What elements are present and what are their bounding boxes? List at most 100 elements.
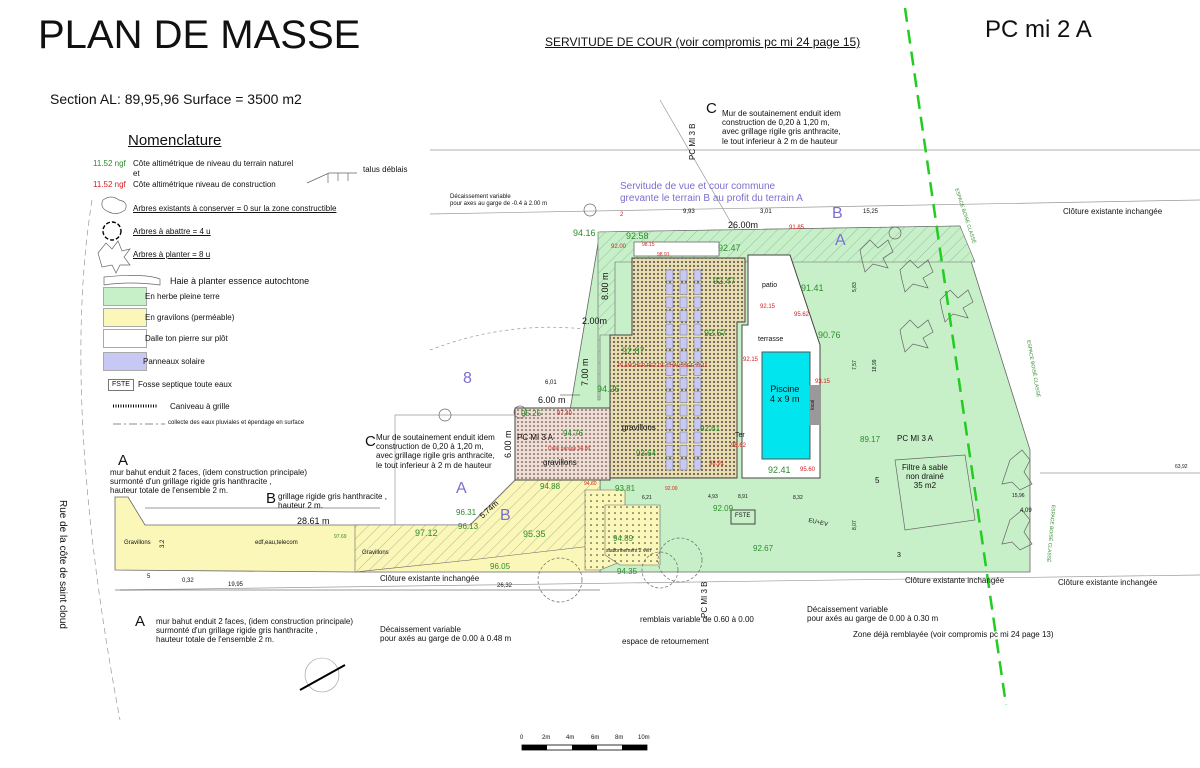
dim: 7.00 m — [580, 358, 590, 386]
label-b-1: B — [266, 490, 277, 507]
zone-b-top: B — [832, 205, 843, 222]
level: 97.69 — [334, 534, 347, 540]
ter-label: Ter — [735, 432, 745, 439]
label-a-1: A — [118, 452, 129, 469]
solar-panel — [679, 337, 688, 349]
solar-panel — [665, 364, 674, 376]
solar-panel — [665, 323, 674, 336]
solar-panel — [679, 269, 688, 282]
scale-label: 2m — [542, 735, 551, 741]
dimension-lines — [115, 394, 600, 591]
note-line: Décaissement variable — [380, 625, 461, 634]
dim: 5,83 — [852, 282, 858, 292]
networks-label: edf,eau,telecom — [255, 540, 298, 546]
solar-panel — [665, 337, 674, 349]
level: 94.26 — [597, 384, 620, 394]
pc-mi-3a-garage: PC MI 3 A — [517, 433, 554, 442]
note-line: grevante le terrain B au profit du terra… — [620, 192, 803, 204]
label-a-2: A — [135, 613, 146, 630]
dim: 8,91 — [738, 494, 748, 500]
dim: 18,99 — [872, 359, 878, 372]
house-footprint — [609, 257, 746, 479]
wall-a-note-2: mur bahut enduit 2 faces, (idem construc… — [156, 617, 353, 645]
garage-level: Dalle garage 94.80 — [548, 446, 591, 452]
legend-slab: Dalle ton pierre sur plôt — [145, 334, 228, 343]
note-line: surmonté d'un grillage rigide gris hanth… — [156, 626, 318, 636]
level: 92.00 — [665, 486, 678, 492]
local-label: local — [810, 399, 816, 410]
note-line: le tout inferieur à 2 m de hauteur — [722, 136, 838, 146]
level: 96.31 — [456, 508, 477, 517]
solar-panel — [665, 377, 674, 390]
dim: 4,09 — [1020, 508, 1032, 514]
legend-talus: talus déblais — [363, 165, 408, 174]
legend-hedge: Haie à planter essence autochtone — [170, 276, 310, 286]
turnaround-note: espace de retournement — [622, 637, 709, 646]
legend-title: Nomenclature — [128, 132, 222, 149]
solar-panel — [665, 310, 674, 322]
dim: 7,57 — [852, 360, 858, 370]
solar-panel — [679, 418, 688, 430]
legend-trees-cut: Arbres à abattre = 4 u — [133, 227, 211, 236]
scale-label: 10m — [638, 735, 650, 741]
legend-and: et — [133, 169, 140, 178]
level: 95.60 — [800, 467, 816, 473]
level: 98.15 — [642, 242, 655, 248]
legend-trees-plant: Arbres à planter = 8 u — [133, 250, 211, 259]
legend-drain: collecte des eaux pluviales et épendage … — [168, 420, 305, 426]
level: 92.09 — [713, 504, 734, 513]
note-line: hauteur totale de l'ensemble 2 m. — [156, 635, 275, 645]
legend-septic: Fosse septique toute eaux — [138, 380, 232, 389]
dim: 2.00m — [582, 316, 608, 326]
note-line: construction de 0,20 à 1,20 m, — [722, 118, 830, 128]
legend-natural-label: Côte altimétrique de niveau du terrain n… — [133, 159, 294, 168]
solar-panel — [693, 404, 702, 417]
solar-panels — [665, 269, 702, 471]
label-c-top: C — [706, 100, 717, 117]
solar-panel — [665, 445, 674, 457]
legend-symbols — [97, 172, 357, 425]
solar-panel — [679, 283, 688, 295]
note-line: Décaissement variable — [807, 605, 888, 614]
dim: 9,93 — [683, 209, 695, 215]
parking-label: stationnement 2 véh — [606, 548, 652, 554]
solar-panel — [679, 323, 688, 336]
level: 95.35 — [523, 529, 546, 539]
solar-panel — [665, 350, 674, 363]
label-8: 8 — [463, 370, 472, 387]
pc-mi-3b-bottom: PC MI 3 B — [700, 581, 709, 618]
road-name: Rue de la côte de saint cloud — [57, 500, 68, 629]
note-line: non drainé — [905, 472, 944, 482]
level: 92.61 — [700, 424, 721, 433]
legend-swatch-slab — [103, 329, 147, 348]
scale-bar — [521, 744, 648, 751]
gravel-label-house: gravillons — [622, 423, 656, 432]
level: 97.40 — [557, 411, 573, 417]
note-line: Mur de soutainement enduit idem — [722, 109, 841, 118]
level: 98.91 — [657, 252, 670, 258]
legend-septic-icon: FSTE — [108, 379, 134, 392]
solar-panel — [693, 458, 702, 471]
solar-panel — [679, 310, 688, 322]
level: 94.89 — [613, 534, 634, 543]
level: 90.76 — [818, 330, 841, 340]
dim: 3,01 — [760, 209, 772, 215]
zone-a-top: A — [835, 232, 846, 249]
level: 94.60 — [584, 481, 597, 487]
ground-floor-level: PLANCHER REZ DE CHAUSSEE 92.11 — [618, 363, 708, 369]
legend-gravel: En gravilons (perméable) — [145, 313, 235, 322]
solar-panel — [665, 283, 674, 295]
dim: 5 — [147, 574, 151, 580]
solar-panel — [679, 364, 688, 376]
legend-grass: En herbe pleine terre — [145, 292, 220, 301]
legend-solar: Panneaux solaire — [143, 357, 205, 366]
solar-panel — [679, 391, 688, 403]
level: 92.41 — [768, 465, 791, 475]
wall-a-note-1: mur bahut enduit 2 faces, (idem construc… — [110, 468, 307, 496]
solar-panel — [679, 404, 688, 417]
level: 94.88 — [540, 482, 561, 491]
legend-swatch-solar — [103, 352, 147, 371]
